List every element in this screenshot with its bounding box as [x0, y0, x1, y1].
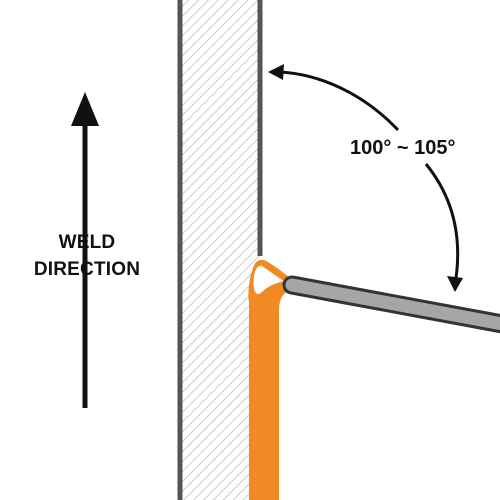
curved-double-arrow-icon	[268, 64, 463, 292]
base-plate	[177, 0, 263, 500]
weld-puddle-icon	[253, 265, 284, 295]
weld-direction-line2: DIRECTION	[33, 259, 141, 280]
weld-direction-line1: WELD	[58, 232, 116, 253]
angle-label: 100° ~ 105°	[350, 137, 456, 159]
weld-bead	[248, 259, 292, 500]
weld-direction-label: WELD DIRECTION	[22, 229, 152, 283]
arrow-up-icon	[71, 92, 99, 408]
electrode-rod	[282, 275, 500, 336]
